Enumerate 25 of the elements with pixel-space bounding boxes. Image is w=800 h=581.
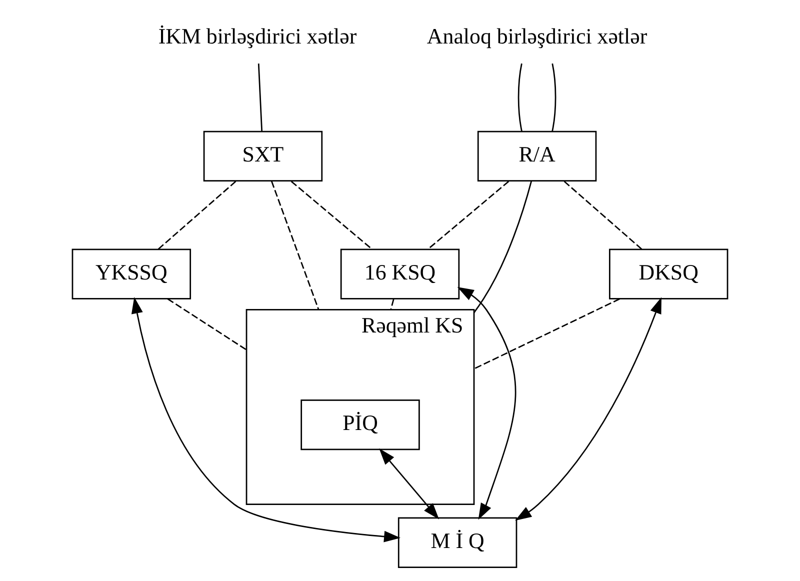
connector bbox=[290, 180, 373, 250]
node-box: SXT bbox=[203, 130, 323, 182]
node-box: PİQ bbox=[300, 399, 420, 450]
node-box: R/A bbox=[477, 130, 597, 182]
arrow bbox=[457, 286, 516, 520]
connector bbox=[564, 180, 642, 250]
connector bbox=[390, 299, 394, 310]
connector bbox=[552, 63, 556, 132]
connector bbox=[473, 180, 532, 314]
node-box: 16 KSQ bbox=[340, 248, 460, 300]
node-text: Analoq birləşdirici xətlər bbox=[426, 24, 648, 49]
arrow bbox=[379, 448, 440, 520]
node-text: İKM birləşdirici xətlər bbox=[158, 24, 357, 49]
connector bbox=[474, 298, 620, 370]
arrow bbox=[515, 297, 662, 521]
connector bbox=[427, 180, 510, 250]
connector bbox=[158, 180, 236, 250]
node-box: DKSQ bbox=[608, 248, 728, 300]
arrow bbox=[131, 296, 401, 542]
connector bbox=[518, 63, 522, 132]
connector bbox=[270, 180, 320, 310]
connector bbox=[258, 64, 263, 132]
node-box: M İ Q bbox=[398, 517, 518, 568]
connector bbox=[167, 298, 247, 350]
node-box: YKSSQ bbox=[72, 248, 192, 300]
